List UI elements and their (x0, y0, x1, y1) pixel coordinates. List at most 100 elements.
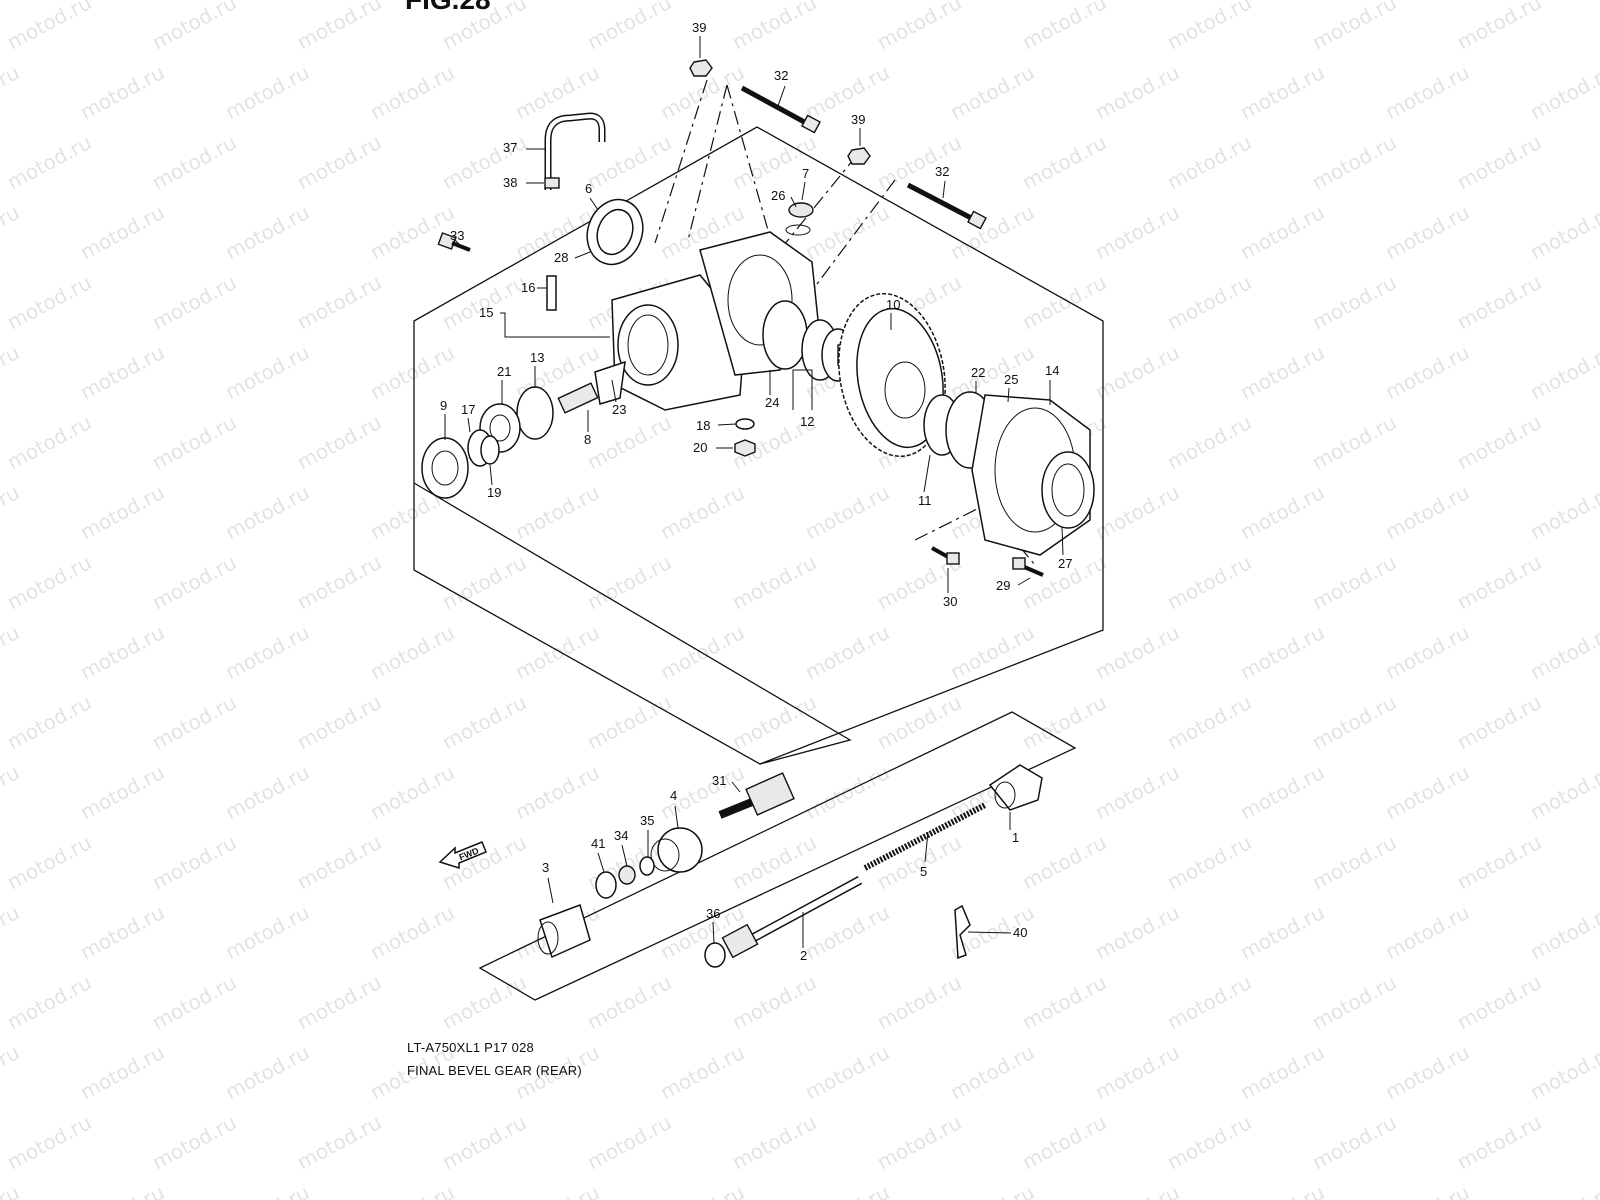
watermark-text: motod.ru (3, 550, 95, 614)
watermark-text: motod.ru (221, 60, 313, 124)
watermark-text: motod.ru (583, 130, 675, 194)
fwd-arrow-icon (438, 841, 487, 870)
breather-fitting (544, 177, 560, 189)
filler-cap-o-ring (785, 224, 811, 236)
watermark-text: motod.ru (801, 900, 893, 964)
drive-bevel-gear (557, 360, 626, 414)
watermark-text: motod.ru (293, 1110, 385, 1174)
watermark-text: motod.ru (293, 690, 385, 754)
watermark-text: motod.ru (1163, 1110, 1255, 1174)
leader-line-18 (717, 423, 737, 426)
bearing-24 (762, 300, 808, 370)
watermark-text: motod.ru (366, 60, 458, 124)
callout-36: 36 (706, 906, 720, 921)
watermark-text: motod.ru (583, 970, 675, 1034)
watermark-text: motod.ru (1163, 830, 1255, 894)
callout-18: 18 (696, 418, 710, 433)
callout-10: 10 (886, 297, 900, 312)
watermark-text: motod.ru (148, 410, 240, 474)
watermark-text: motod.ru (148, 130, 240, 194)
watermark-text: motod.ru (1453, 130, 1545, 194)
callout-12: 12 (800, 414, 814, 429)
spring-5 (863, 802, 987, 871)
watermark-text: motod.ru (1381, 900, 1473, 964)
watermark-text: motod.ru (1453, 830, 1545, 894)
watermark-text: motod.ru (366, 620, 458, 684)
watermark-text: motod.ru (1091, 340, 1183, 404)
watermark-text: motod.ru (293, 130, 385, 194)
callout-41: 41 (591, 836, 605, 851)
callout-38: 38 (503, 175, 517, 190)
watermark-text: motod.ru (1236, 760, 1328, 824)
callout-27: 27 (1058, 556, 1072, 571)
washer-18 (735, 418, 755, 430)
watermark-text: motod.ru (1526, 60, 1600, 124)
leader-line-3 (547, 877, 554, 904)
guide-line (914, 504, 986, 541)
callout-30: 30 (943, 594, 957, 609)
watermark-text: motod.ru (1453, 1110, 1545, 1174)
watermark-text: motod.ru (0, 480, 23, 544)
leader-line-23 (611, 379, 617, 403)
watermark-text: motod.ru (0, 60, 23, 124)
oil-seal-28 (596, 208, 634, 256)
watermark-text: motod.ru (438, 0, 530, 54)
leader-line-40 (967, 931, 1012, 934)
watermark-text: motod.ru (438, 550, 530, 614)
watermark-text: motod.ru (801, 620, 893, 684)
watermark-text: motod.ru (1236, 1180, 1328, 1200)
watermark-text: motod.ru (76, 60, 168, 124)
watermark-text: motod.ru (1308, 690, 1400, 754)
clip-40 (954, 904, 971, 960)
watermark-text: motod.ru (76, 340, 168, 404)
leader-line-33 (454, 239, 460, 245)
leader-line-25 (1007, 387, 1010, 403)
callout-23: 23 (612, 402, 626, 417)
leader-line-12 (792, 369, 813, 410)
long-bolt-32-right (906, 182, 987, 230)
upper-assembly-frame (413, 126, 1104, 765)
watermark-text: motod.ru (728, 690, 820, 754)
leader-line-4 (674, 805, 679, 829)
watermark-text: motod.ru (1091, 480, 1183, 544)
callout-24: 24 (765, 395, 779, 410)
watermark-text: motod.ru (1381, 1180, 1473, 1200)
leader-line-15 (500, 312, 610, 338)
callout-28: 28 (554, 250, 568, 265)
callout-34: 34 (614, 828, 628, 843)
sleeve-4 (657, 827, 703, 873)
watermark-text: motod.ru (583, 1110, 675, 1174)
watermark-text: motod.ru (1091, 1180, 1183, 1200)
leader-line-6 (589, 197, 599, 211)
watermark-text: motod.ru (1381, 760, 1473, 824)
watermark-text: motod.ru (511, 760, 603, 824)
watermark-text: motod.ru (656, 1180, 748, 1200)
watermark-text: motod.ru (1163, 0, 1255, 54)
figure-label: FIG.28 (405, 0, 491, 16)
watermark-text: motod.ru (511, 480, 603, 544)
callout-31: 31 (712, 773, 726, 788)
watermark-text: motod.ru (438, 270, 530, 334)
watermark-text: motod.ru (1526, 760, 1600, 824)
watermark-text: motod.ru (3, 410, 95, 474)
filler-cap (788, 202, 814, 218)
leader-line-32b (942, 180, 946, 199)
watermark-text: motod.ru (801, 760, 893, 824)
watermark-text: motod.ru (1453, 690, 1545, 754)
callout-2: 2 (800, 948, 807, 963)
watermark-text: motod.ru (1018, 270, 1110, 334)
watermark-text: motod.ru (293, 270, 385, 334)
watermark-text: motod.ru (1163, 550, 1255, 614)
watermark-text: motod.ru (3, 130, 95, 194)
watermark-text: motod.ru (511, 620, 603, 684)
bolt-33 (437, 232, 471, 252)
upper-frame-lower-edge (413, 482, 852, 765)
watermark-text: motod.ru (511, 1180, 603, 1200)
leader-line-26 (790, 196, 797, 208)
watermark-text: motod.ru (656, 480, 748, 544)
watermark-text: motod.ru (1018, 970, 1110, 1034)
watermark-text: motod.ru (221, 760, 313, 824)
watermark-text: motod.ru (583, 690, 675, 754)
ring-gear (838, 292, 946, 458)
watermark-text: motod.ru (3, 0, 95, 54)
